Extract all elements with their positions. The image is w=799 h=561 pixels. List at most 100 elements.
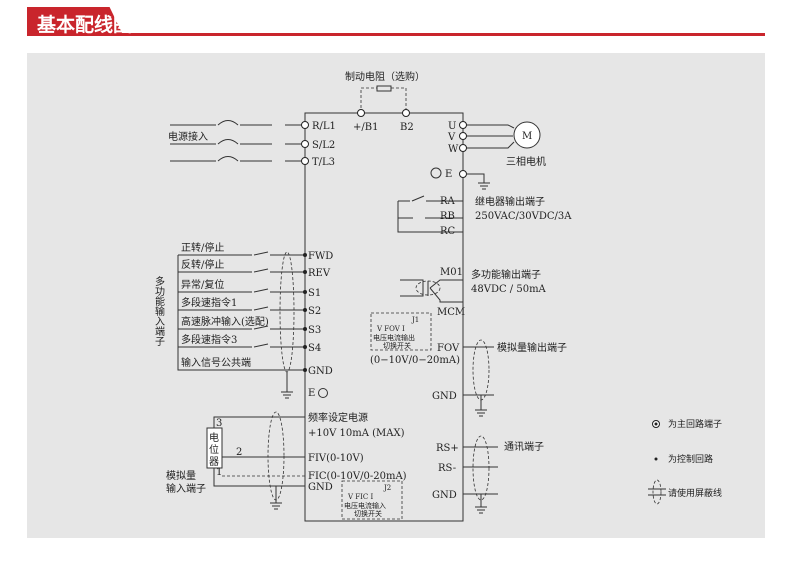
power-input-label: 电源接入	[168, 130, 208, 143]
section-title: 基本配线图	[37, 14, 133, 36]
terminal-dot	[303, 368, 307, 372]
relay-rating: 250VAC/30VDC/3A	[475, 211, 572, 222]
input-label: 多段速指令3	[181, 333, 237, 346]
j1-switch	[370, 312, 432, 351]
mo-title: 多功能输出端子	[471, 268, 541, 281]
terminal-dot	[303, 270, 307, 274]
terminal-dot	[303, 327, 307, 331]
input-terminal: S1	[308, 288, 321, 299]
terminal-gnd-fov: GND	[432, 391, 457, 402]
input-label: 正转/停止	[181, 241, 224, 254]
input-label: 异常/复位	[181, 278, 224, 291]
j1-line2: 切换开关	[383, 341, 411, 350]
legend-control: 为控制回路	[668, 453, 713, 465]
terminal-dot	[303, 253, 307, 257]
j2-line2: 切换开关	[354, 509, 382, 518]
diagram-panel	[27, 53, 765, 538]
shield-cable-icon	[652, 479, 662, 505]
motor-symbol	[513, 121, 541, 149]
j1-label: J1	[411, 316, 419, 324]
earth-icon	[430, 167, 442, 179]
pot-pin-3: 3	[216, 418, 222, 429]
input-group-text: 多功能输入端子	[153, 275, 165, 346]
b1-label: +/B1	[353, 122, 378, 133]
input-label: 高速脉冲输入(选配)	[181, 315, 269, 328]
terminal-rs-minus: RS-	[438, 463, 456, 474]
terminal-dot	[303, 308, 307, 312]
terminal-w: W	[448, 144, 459, 155]
ground-icon	[466, 173, 490, 190]
j2-line1: 电压电流输入	[344, 501, 386, 510]
terminal-dot	[303, 345, 307, 349]
legend-main: 为主回路端子	[668, 418, 722, 430]
terminal-m01: M01	[440, 267, 463, 278]
inverter-body	[304, 112, 464, 522]
terminal-e-control: E	[308, 388, 315, 399]
input-terminal: S4	[308, 343, 321, 354]
pot-char-2: 位	[209, 443, 219, 456]
input-label: 反转/停止	[181, 258, 224, 271]
terminal-fiv: FIV(0-10V)	[308, 453, 364, 464]
legend-shield: 请使用屏蔽线	[668, 487, 722, 499]
j1-range: (0−10V/0−20mA)	[370, 355, 460, 366]
terminal-v: V	[447, 132, 456, 143]
section-header: 基本配线图	[27, 7, 765, 37]
fov-label: 模拟量输出端子	[497, 341, 567, 354]
pot-pin-2: 2	[236, 447, 242, 458]
terminal-sl2: S/L2	[312, 140, 335, 151]
potentiometer	[206, 427, 223, 469]
terminal-ra: RA	[440, 196, 456, 207]
input-label: 多段速指令1	[181, 296, 237, 309]
input-terminal: S2	[308, 306, 321, 317]
input-wire	[178, 306, 305, 311]
input-wire	[178, 343, 305, 348]
j2-label: J2	[383, 484, 391, 492]
input-terminal: GND	[308, 366, 333, 377]
analog-label-2: 输入端子	[166, 482, 206, 495]
comm-label: 通讯端子	[504, 440, 544, 453]
terminal-dot	[303, 290, 307, 294]
input-wire	[178, 251, 305, 256]
terminal-b2	[402, 109, 410, 117]
terminal-e: E	[445, 169, 452, 180]
j1-line1: 电压电流输出	[373, 333, 415, 342]
supply-rating: +10V 10mA (MAX)	[308, 428, 405, 439]
analog-label-1: 模拟量	[166, 469, 196, 482]
pot-char-1: 电	[209, 431, 219, 444]
input-terminal: FWD	[308, 251, 333, 262]
input-group-label: 多功能输入端子	[153, 275, 165, 346]
motor-m: M	[522, 131, 532, 142]
terminal-gnd-comm: GND	[432, 490, 457, 501]
brake-resistor	[376, 85, 392, 92]
mo-rating: 48VDC / 50mA	[471, 284, 547, 295]
pot-pin-1: 1	[216, 467, 222, 478]
terminal-rc: RC	[440, 226, 456, 237]
terminal-rb: RB	[440, 211, 455, 222]
supply-label: 频率设定电源	[308, 411, 368, 424]
input-wire	[178, 288, 305, 293]
power-lines	[170, 120, 305, 162]
terminal-b1	[357, 109, 365, 117]
j1-pins: V FOV I	[376, 325, 405, 333]
b2-label: B2	[400, 122, 414, 133]
input-terminal: REV	[308, 268, 331, 279]
terminal-rl1: R/L1	[312, 121, 336, 132]
relay-title: 继电器输出端子	[475, 195, 545, 208]
pot-char-3: 器	[209, 456, 219, 468]
input-wire	[178, 268, 305, 273]
terminal-u: U	[448, 121, 456, 132]
terminal-fic: FIC(0-10V/0-20mA)	[308, 471, 407, 482]
terminal-fov: FOV	[437, 343, 460, 354]
terminal-mcm: MCM	[437, 307, 465, 318]
j2-switch	[341, 480, 403, 520]
terminal-rs-plus: RS+	[436, 443, 459, 454]
j2-pins: V FIC I	[347, 493, 373, 501]
input-wire	[178, 325, 305, 330]
terminal-tl3: T/L3	[312, 157, 335, 168]
motor-label: 三相电机	[506, 155, 546, 168]
input-terminal: S3	[308, 325, 321, 336]
terminal-gnd-analog: GND	[308, 482, 333, 493]
input-label: 输入信号公共端	[181, 356, 251, 369]
